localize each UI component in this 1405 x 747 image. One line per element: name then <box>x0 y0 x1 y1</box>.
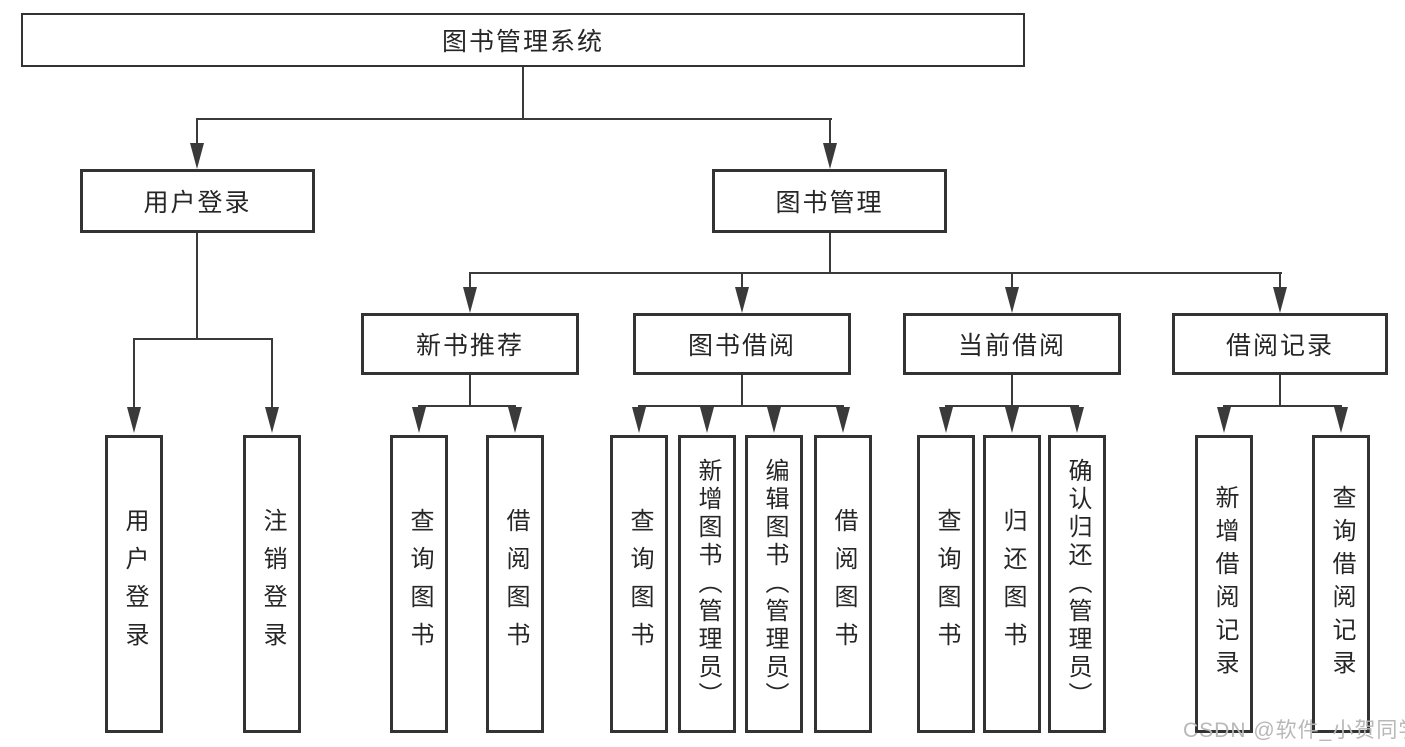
arrow-down-icon <box>823 143 837 169</box>
connector-line <box>196 118 832 120</box>
node-current-borrowing: 当前借阅 <box>903 313 1121 375</box>
leaf-label: 新增借阅记录 <box>1211 485 1238 683</box>
node-library-management-system: 图书管理系统 <box>21 13 1025 67</box>
csdn-watermark: CSDN @软件_小贺同学 <box>1183 719 1405 742</box>
connector-line <box>196 233 198 338</box>
node-borrowing-records: 借阅记录 <box>1172 313 1388 375</box>
connector-line <box>469 375 471 405</box>
node-label: 图书管理系统 <box>441 28 604 56</box>
leaf-label: 注销登录 <box>259 508 286 660</box>
arrow-down-icon <box>463 287 477 313</box>
node-label: 当前借阅 <box>957 332 1066 360</box>
leaf-user-login: 用户登录 <box>105 435 163 733</box>
arrow-down-icon <box>1070 407 1084 433</box>
leaf-label: 确认归还（管理员） <box>1064 458 1091 710</box>
leaf-label: 查询图书 <box>933 508 960 660</box>
leaf-edit-books-admin: 编辑图书（管理员） <box>745 435 803 733</box>
connector-line <box>271 340 273 409</box>
arrow-down-icon <box>1005 407 1019 433</box>
connector-line <box>133 340 135 409</box>
connector-line <box>1279 274 1281 288</box>
connector-line <box>1011 274 1013 288</box>
node-label: 图书借阅 <box>687 332 796 360</box>
node-book-borrowing: 图书借阅 <box>633 313 851 375</box>
leaf-query-books-borrowing: 查询图书 <box>610 435 668 733</box>
node-user-login: 用户登录 <box>80 169 315 233</box>
node-new-book-recommendation: 新书推荐 <box>361 313 579 375</box>
node-label: 借阅记录 <box>1225 332 1334 360</box>
arrow-down-icon <box>700 407 714 433</box>
connector-line <box>1011 375 1013 405</box>
connector-line <box>945 405 1079 407</box>
leaf-label: 借阅图书 <box>830 508 857 660</box>
leaf-label: 查询图书 <box>406 508 433 660</box>
arrow-down-icon <box>632 407 646 433</box>
connector-line <box>829 120 831 145</box>
arrow-down-icon <box>127 407 141 433</box>
connector-line <box>196 120 198 145</box>
arrow-down-icon <box>1273 287 1287 313</box>
leaf-logout: 注销登录 <box>243 435 301 733</box>
connector-line <box>469 272 1282 274</box>
leaf-query-borrow-record: 查询借阅记录 <box>1312 435 1370 733</box>
arrow-down-icon <box>1005 287 1019 313</box>
leaf-borrow-books: 借阅图书 <box>814 435 872 733</box>
arrow-down-icon <box>1334 407 1348 433</box>
connector-line <box>741 375 743 405</box>
connector-line <box>1279 375 1281 405</box>
connector-line <box>741 274 743 288</box>
node-label: 图书管理 <box>775 189 884 217</box>
leaf-label: 编辑图书（管理员） <box>761 458 788 710</box>
leaf-add-borrow-record: 新增借阅记录 <box>1195 435 1253 733</box>
arrow-down-icon <box>735 287 749 313</box>
connector-line <box>638 405 844 407</box>
connector-line <box>418 405 516 407</box>
leaf-add-books-admin: 新增图书（管理员） <box>678 435 736 733</box>
leaf-query-books-recommend: 查询图书 <box>390 435 448 733</box>
connector-line <box>133 338 273 340</box>
leaf-borrow-books-recommend: 借阅图书 <box>486 435 544 733</box>
node-label: 新书推荐 <box>415 332 524 360</box>
leaf-confirm-return-admin: 确认归还（管理员） <box>1048 435 1106 733</box>
node-book-management: 图书管理 <box>712 169 947 233</box>
arrow-down-icon <box>767 407 781 433</box>
leaf-label: 归还图书 <box>999 508 1026 660</box>
leaf-label: 新增图书（管理员） <box>694 458 721 710</box>
connector-line <box>829 233 831 272</box>
leaf-query-books-current: 查询图书 <box>917 435 975 733</box>
arrow-down-icon <box>190 143 204 169</box>
arrow-down-icon <box>836 407 850 433</box>
arrow-down-icon <box>265 407 279 433</box>
leaf-label: 借阅图书 <box>502 508 529 660</box>
node-label: 用户登录 <box>143 189 252 217</box>
arrow-down-icon <box>412 407 426 433</box>
connector-line <box>469 274 471 288</box>
leaf-return-books: 归还图书 <box>983 435 1041 733</box>
connector-line <box>1223 405 1342 407</box>
leaf-label: 查询图书 <box>626 508 653 660</box>
leaf-label: 用户登录 <box>121 508 148 660</box>
arrow-down-icon <box>1217 407 1231 433</box>
connector-line <box>522 67 524 118</box>
leaf-label: 查询借阅记录 <box>1328 485 1355 683</box>
arrow-down-icon <box>508 407 522 433</box>
arrow-down-icon <box>939 407 953 433</box>
